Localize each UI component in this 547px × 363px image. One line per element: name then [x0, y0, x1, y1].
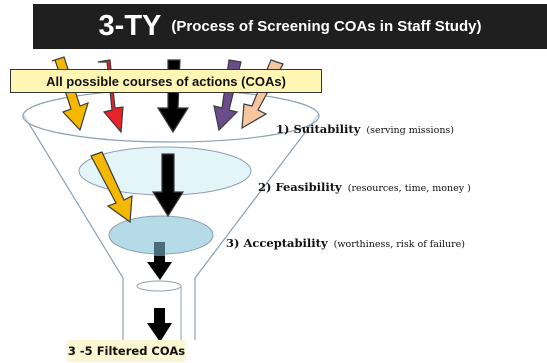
output-label-box: 3 -5 Filtered COAs [67, 340, 186, 362]
output-label: 3 -5 Filtered COAs [67, 344, 186, 358]
stage-label-suitability: 1) Suitability (serving missions) [276, 118, 454, 137]
arrow-shaft-faded [154, 242, 165, 256]
title-bar: 3-TY (Process of Screening COAs in Staff… [33, 4, 547, 49]
stage-name: 1) Suitability [276, 122, 361, 136]
page-subtitle: (Process of Screening COAs in Staff Stud… [171, 18, 482, 35]
down-arrow-icon [147, 242, 172, 342]
arrow-black-top [156, 59, 190, 134]
stage-detail: (resources, time, money ) [347, 183, 471, 194]
down-arrow-icon [90, 151, 185, 224]
input-label: All possible courses of actions (COAs) [46, 73, 286, 89]
arrow-black-lower [147, 256, 172, 280]
input-label-box: All possible courses of actions (COAs) [10, 69, 322, 93]
stage-name: 3) Acceptability [226, 236, 328, 250]
stage-detail: (worthiness, risk of failure) [333, 239, 465, 250]
stage-label-acceptability: 3) Acceptability (worthiness, risk of fai… [226, 232, 465, 251]
arrow-black-bottom [147, 308, 172, 342]
page-title: 3-TY [98, 10, 162, 42]
stage-label-feasibility: 2) Feasibility (resources, time, money ) [258, 176, 471, 195]
funnel-neck-rim [136, 280, 182, 292]
funnel-outline [22, 113, 320, 340]
arrow-black-middle [151, 153, 185, 218]
stage-detail: (serving missions) [366, 125, 455, 136]
arrow-orange-middle [90, 151, 133, 224]
stage-name: 2) Feasibility [258, 180, 342, 194]
